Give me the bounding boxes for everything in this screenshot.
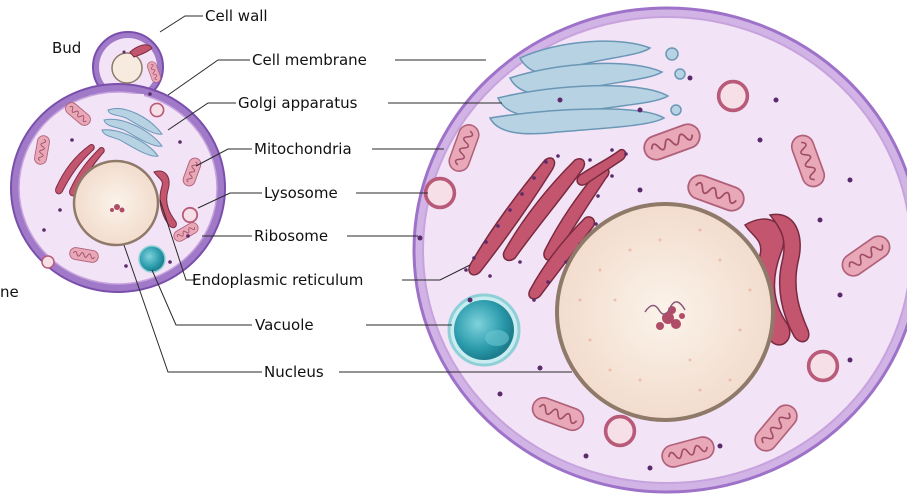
large-vacuole xyxy=(449,295,519,365)
label-cell-wall: Cell wall xyxy=(205,7,268,25)
label-lysosome: Lysosome xyxy=(264,184,338,202)
bud-neck xyxy=(110,94,144,108)
label-golgi: Golgi apparatus xyxy=(238,94,358,112)
leader-cell-membrane-left xyxy=(168,60,250,95)
label-mitochondria: Mitochondria xyxy=(254,140,352,158)
label-nucleus: Nucleus xyxy=(264,363,324,381)
label-er: Endoplasmic reticulum xyxy=(192,271,363,289)
label-cell-membrane: Cell membrane xyxy=(252,51,367,69)
small-nucleus xyxy=(74,161,158,245)
label-ribosome: Ribosome xyxy=(254,227,328,245)
large-nucleus xyxy=(557,204,773,420)
large-cell xyxy=(414,8,907,492)
small-cell xyxy=(11,32,225,292)
label-vacuole: Vacuole xyxy=(255,316,314,334)
leader-cell-wall xyxy=(160,16,203,32)
label-bud: Bud xyxy=(52,39,81,57)
small-vacuole xyxy=(139,246,165,272)
bud-nucleus xyxy=(112,53,142,83)
label-cut-edge: ne xyxy=(0,283,19,301)
